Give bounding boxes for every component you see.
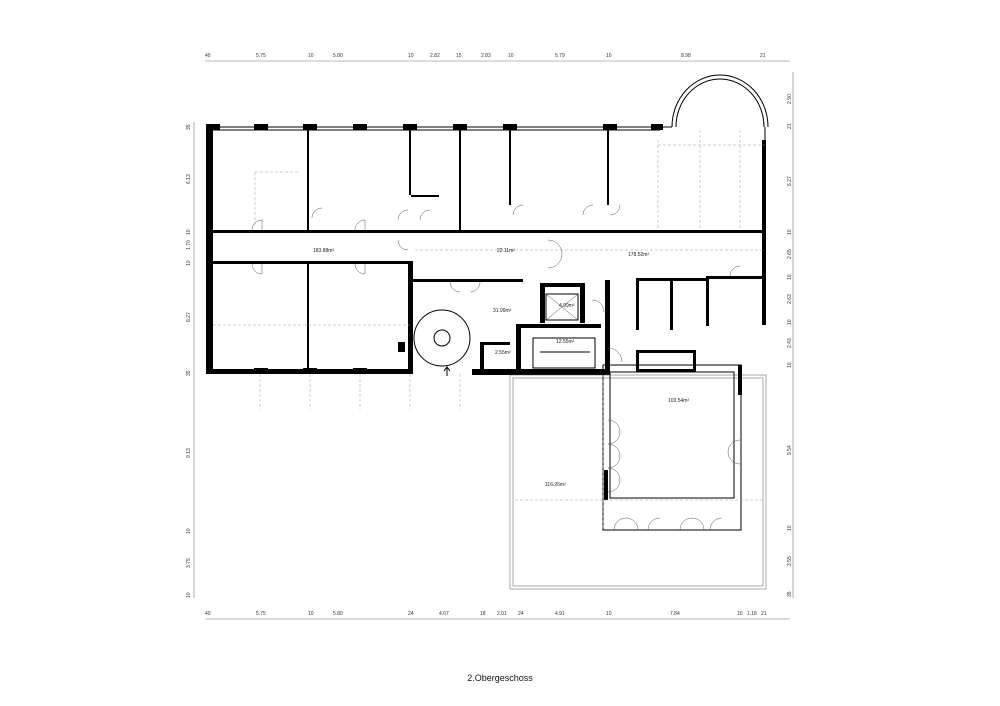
dim-label: 2.90: [787, 94, 793, 104]
dim-label: 3.75: [186, 558, 192, 568]
dim-label: 10: [737, 611, 743, 617]
dim-label: 10: [186, 528, 192, 534]
dim-label: 8.98: [681, 53, 691, 59]
dim-label: 40: [205, 611, 211, 617]
room-area-label: 4.99m²: [559, 303, 575, 309]
dim-label: 2.63: [787, 294, 793, 304]
dim-label: 8.27: [186, 312, 192, 322]
dim-label: 40: [205, 53, 211, 59]
dim-label: 10: [186, 229, 192, 235]
dim-label: 10: [606, 611, 612, 617]
room-area-label: 116.26m²: [545, 482, 566, 488]
dim-label: 10: [186, 260, 192, 266]
room-area-label: 22.11m²: [497, 248, 515, 254]
doors: [251, 204, 741, 531]
dim-label: 18: [480, 611, 486, 617]
dim-label: 5.75: [256, 53, 266, 59]
dim-label: 15: [456, 53, 462, 59]
dim-label: 2.65: [787, 249, 793, 259]
dim-label: 35: [186, 124, 192, 130]
dim-label: 10: [787, 362, 793, 368]
dim-label: 6.13: [186, 174, 192, 184]
dim-label: 10: [186, 592, 192, 598]
dim-label: 10: [606, 53, 612, 59]
walls: [206, 74, 769, 590]
dim-label: 2.01: [497, 611, 507, 617]
dim-label: 5.79: [555, 53, 565, 59]
hidden-lines: [213, 130, 765, 530]
dim-label: 35: [787, 591, 793, 597]
dim-label: 10: [787, 525, 793, 531]
dim-label: 10: [508, 53, 514, 59]
room-area-label: 178.52m²: [628, 252, 649, 258]
dim-label: 3.55: [787, 556, 793, 566]
room-area-label: 183.88m²: [313, 248, 334, 254]
dim-label: 10: [787, 274, 793, 280]
dim-label: 2.43: [787, 338, 793, 348]
dim-label: 35: [186, 370, 192, 376]
dim-label: 24: [408, 611, 414, 617]
dim-label: 21: [787, 123, 793, 129]
dim-label: 21: [760, 53, 766, 59]
room-area-label: 103.54m²: [668, 398, 689, 404]
dim-label: 5.80: [333, 611, 343, 617]
dim-label: 4.07: [439, 611, 449, 617]
dim-label: 10: [308, 611, 314, 617]
dim-label: 2.82: [430, 53, 440, 59]
dimension-chain-right: 2.90 21 6.27 10 2.65 10 2.63 10 2.43 10 …: [787, 72, 794, 598]
dim-label: 1.18: [747, 611, 757, 617]
dimension-chain-top: 40 5.75 10 5.80 10 2.82 15 2.83 10 5.79 …: [205, 53, 790, 62]
dimension-chain-left: 35 6.13 10 1.70 10 8.27 35 9.13 10 3.75 …: [186, 122, 195, 598]
dim-label: 10: [308, 53, 314, 59]
dim-label: 1.70: [186, 240, 192, 250]
dim-label: 24: [518, 611, 524, 617]
dimension-chain-bottom: 40 5.75 10 5.80 24 4.07 18 2.01 24 4.91 …: [205, 611, 790, 620]
dim-label: 4.91: [555, 611, 565, 617]
dim-label: 2.83: [481, 53, 491, 59]
room-labels: 183.88m² 22.11m² 178.52m² 31.99m² 4.99m²…: [313, 248, 689, 488]
entrance-arrow-icon: [443, 366, 451, 376]
dim-label: 21: [761, 611, 767, 617]
dim-label: 6.27: [787, 176, 793, 186]
dim-label: 9.13: [186, 448, 192, 458]
plan-title: 2.Obergeschoss: [467, 673, 533, 683]
dim-label: 10: [787, 319, 793, 325]
dim-label: 10: [787, 229, 793, 235]
room-area-label: 2.55m²: [495, 350, 511, 356]
room-area-label: 12.55m²: [556, 339, 575, 345]
room-area-label: 31.99m²: [493, 308, 512, 314]
dim-label: 10: [408, 53, 414, 59]
dim-label: 5.80: [333, 53, 343, 59]
dim-label: 7.84: [670, 611, 680, 617]
dim-label: 5.75: [256, 611, 266, 617]
dim-label: 9.54: [787, 445, 793, 455]
